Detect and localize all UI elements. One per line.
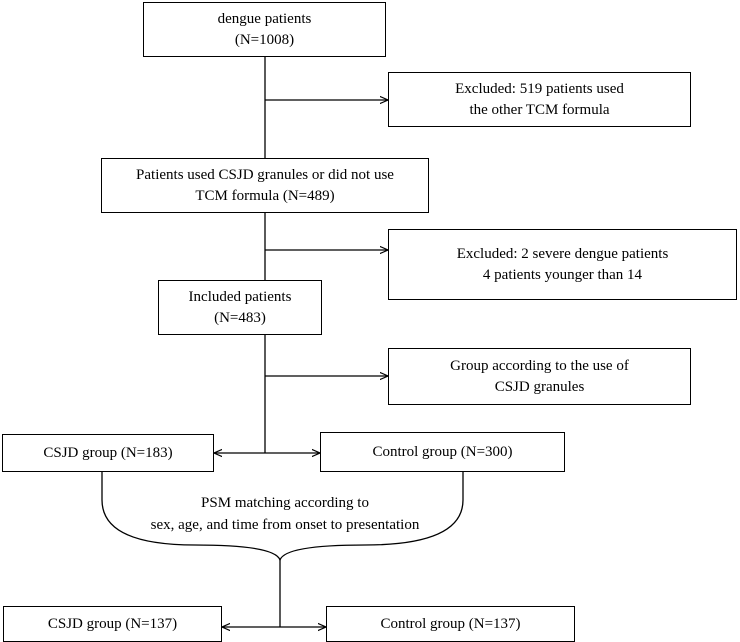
box-grouping-line1: Group according to the use of: [450, 357, 629, 374]
box-control-group-pre-label: Control group (N=300): [372, 443, 513, 460]
box-control-group-post: Control group (N=137): [326, 606, 575, 642]
box-csjd-group-pre-label: CSJD group (N=183): [43, 444, 173, 461]
box-included-patients: Included patients (N=483): [158, 280, 322, 335]
box-excluded-severe-line1: Excluded: 2 severe dengue patients: [456, 245, 669, 262]
box-excluded-severe: Excluded: 2 severe dengue patients 4 pat…: [388, 229, 737, 300]
box-included-patients-line1: Included patients: [188, 288, 292, 305]
box-control-group-post-label: Control group (N=137): [380, 615, 521, 632]
box-csjd-or-no-tcm-line2: TCM formula (N=489): [195, 187, 335, 204]
box-grouping: Group according to the use of CSJD granu…: [388, 348, 691, 405]
box-excluded-tcm: Excluded: 519 patients used the other TC…: [388, 72, 691, 127]
box-csjd-group-post: CSJD group (N=137): [3, 606, 222, 642]
box-csjd-or-no-tcm: Patients used CSJD granules or did not u…: [101, 158, 429, 213]
box-control-group-pre: Control group (N=300): [320, 432, 565, 472]
box-csjd-group-post-label: CSJD group (N=137): [47, 615, 178, 632]
box-dengue-patients: dengue patients (N=1008): [143, 2, 386, 57]
box-dengue-patients-line2: (N=1008): [234, 31, 295, 48]
psm-matching-note: PSM matching according to sex, age, and …: [120, 492, 450, 536]
psm-note-line1: PSM matching according to: [201, 495, 369, 511]
psm-note-line2: sex, age, and time from onset to present…: [150, 517, 420, 533]
box-csjd-or-no-tcm-line1: Patients used CSJD granules or did not u…: [136, 166, 394, 183]
box-excluded-tcm-line2: the other TCM formula: [469, 101, 610, 118]
box-grouping-line2: CSJD granules: [494, 378, 585, 395]
box-included-patients-line2: (N=483): [214, 309, 266, 326]
box-csjd-group-pre: CSJD group (N=183): [2, 434, 214, 472]
box-excluded-tcm-line1: Excluded: 519 patients used: [455, 80, 624, 97]
box-dengue-patients-line1: dengue patients: [217, 10, 312, 27]
box-excluded-severe-line2: 4 patients younger than 14: [482, 266, 643, 283]
